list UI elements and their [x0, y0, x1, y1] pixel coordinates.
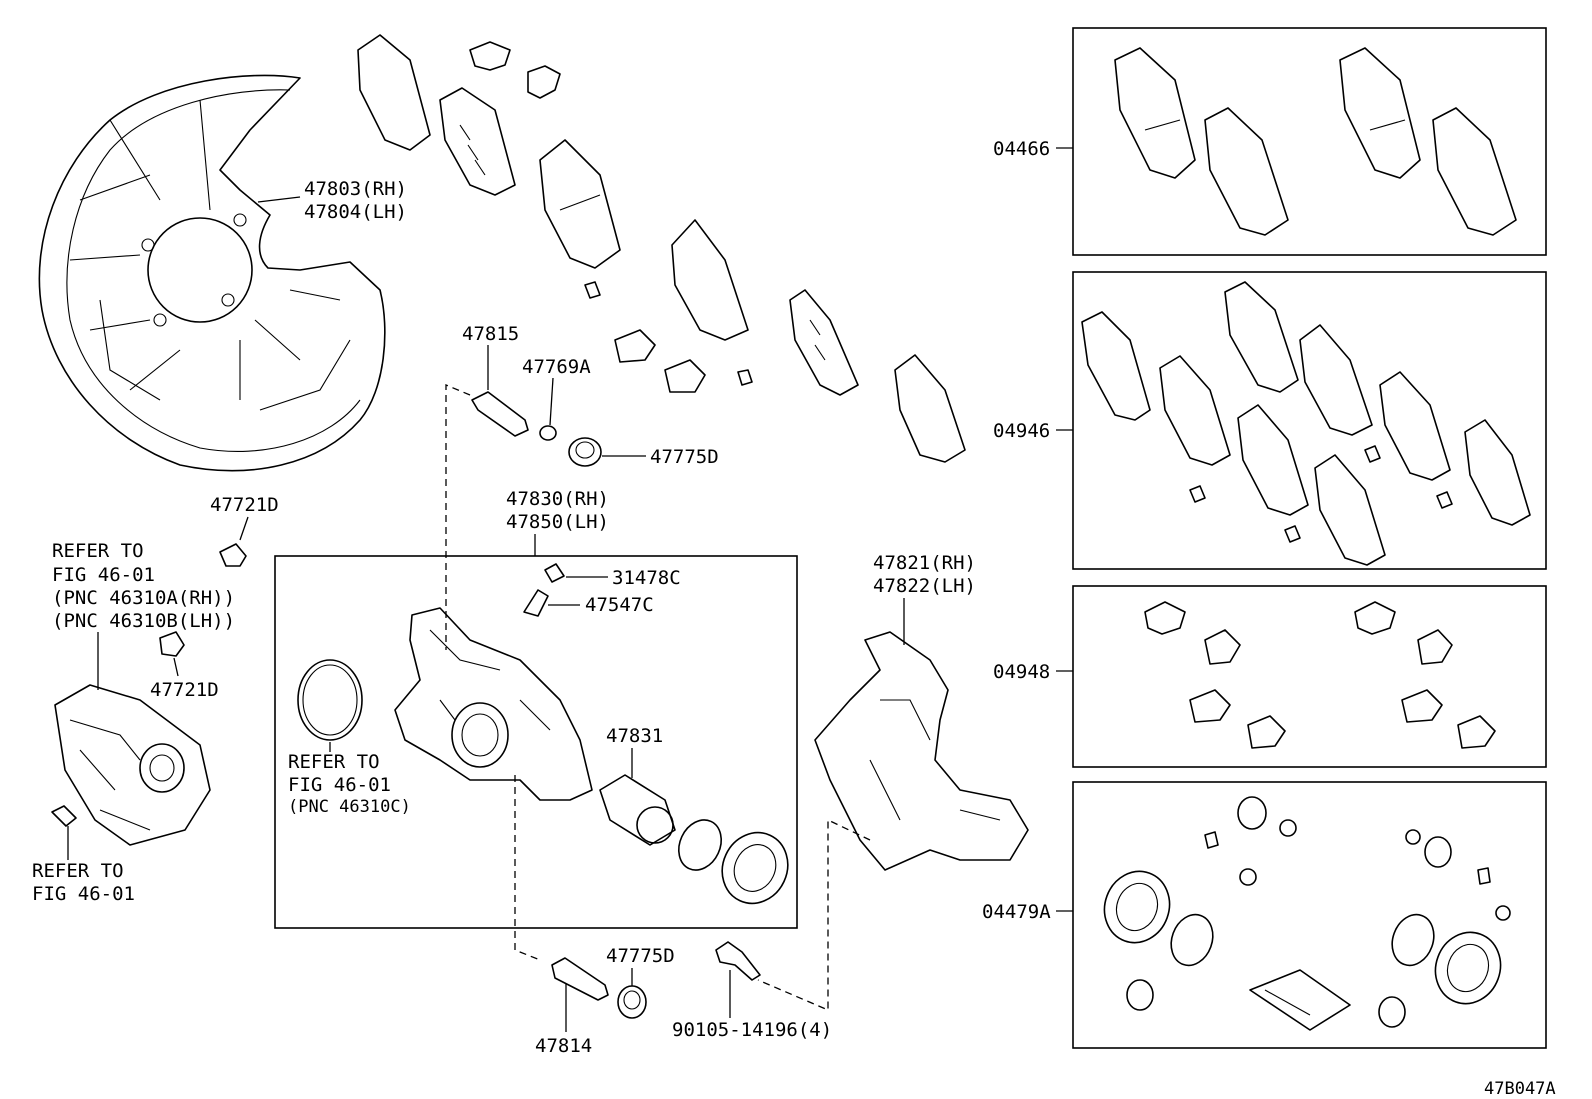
svg-text:47775D: 47775D: [650, 446, 719, 468]
svg-text:47815: 47815: [462, 323, 519, 345]
svg-text:47804(LH): 47804(LH): [304, 201, 407, 223]
svg-text:47721D: 47721D: [150, 679, 219, 701]
refer-connector-label: REFER TO FIG 46-01: [32, 826, 135, 905]
svg-text:(PNC 46310C): (PNC 46310C): [288, 797, 411, 817]
parking-motor-drawing: [54, 684, 211, 846]
svg-text:REFER TO: REFER TO: [32, 860, 124, 882]
refer-motor-label: REFER TO FIG 46-01 (PNC 46310A(RH)) (PNC…: [52, 540, 235, 690]
svg-text:47831: 47831: [606, 725, 663, 747]
kit-04479a-box: [1072, 781, 1547, 1049]
svg-text:REFER TO: REFER TO: [52, 540, 144, 562]
svg-text:47775D: 47775D: [606, 945, 675, 967]
svg-text:47803(RH): 47803(RH): [304, 178, 407, 200]
kit-04948-label: 04948: [993, 661, 1073, 683]
shim-clips-scattered: [469, 41, 753, 393]
mounting-leader-dashed: [757, 818, 871, 1011]
caliper-assy-label: 47830(RH) 47850(LH): [506, 488, 609, 556]
connector-drawing: [51, 805, 77, 827]
slide-pin-47814: 47814: [535, 957, 609, 1057]
piston-47831: 47831: [599, 725, 676, 846]
bolt-47721d-lower: 47721D: [150, 631, 219, 701]
svg-text:FIG 46-01: FIG 46-01: [32, 883, 135, 905]
mounting-drawing: [814, 631, 1029, 871]
kit-04946-box: [1072, 271, 1547, 570]
piston-seal-ring: [678, 819, 722, 871]
kit-04466-pads: [1114, 47, 1517, 236]
svg-text:(PNC 46310A(RH)): (PNC 46310A(RH)): [52, 587, 235, 609]
svg-text:47814: 47814: [535, 1035, 592, 1057]
svg-text:47822(LH): 47822(LH): [873, 575, 976, 597]
boot-47775d-upper: 47775D: [568, 437, 719, 468]
svg-text:47821(RH): 47821(RH): [873, 552, 976, 574]
boot-47769a: 47769A: [522, 356, 591, 441]
dust-cover-label: 47803(RH) 47804(LH): [257, 178, 407, 223]
svg-text:04466: 04466: [993, 138, 1050, 160]
dust-cover-drawing: [38, 74, 386, 472]
svg-text:04946: 04946: [993, 420, 1050, 442]
kit-04479a-parts: [1103, 796, 1511, 1031]
diagram-id: 47B047A: [1484, 1079, 1556, 1099]
bolt-90105: 90105-14196(4): [672, 941, 832, 1041]
svg-text:47769A: 47769A: [522, 356, 591, 378]
kit-04479a-label: 04479A: [982, 901, 1073, 923]
svg-text:31478C: 31478C: [612, 567, 681, 589]
svg-text:FIG 46-01: FIG 46-01: [288, 774, 391, 796]
caliper-body-drawing: [394, 607, 593, 961]
svg-text:REFER TO: REFER TO: [288, 751, 380, 773]
svg-text:90105-14196(4): 90105-14196(4): [672, 1019, 832, 1041]
svg-text:(PNC 46310B(LH)): (PNC 46310B(LH)): [52, 610, 235, 632]
slide-pin-47815: 47815: [445, 323, 529, 650]
piston-boot: [721, 831, 789, 905]
brake-pads-scattered: [357, 34, 966, 463]
mounting-label: 47821(RH) 47822(LH): [873, 552, 976, 645]
svg-text:47850(LH): 47850(LH): [506, 511, 609, 533]
kit-04946-pads: [1081, 281, 1531, 566]
svg-text:47721D: 47721D: [210, 494, 279, 516]
piston-seal-refer: REFER TO FIG 46-01 (PNC 46310C): [288, 659, 411, 817]
svg-text:04479A: 04479A: [982, 901, 1051, 923]
svg-text:04948: 04948: [993, 661, 1050, 683]
svg-text:47830(RH): 47830(RH): [506, 488, 609, 510]
svg-text:47547C: 47547C: [585, 594, 654, 616]
kit-04466-label: 04466: [993, 138, 1073, 160]
kit-04948-clips: [1144, 601, 1496, 749]
bolt-47721d-upper: 47721D: [210, 494, 279, 567]
kit-04466-box: [1072, 27, 1547, 256]
kit-04946-label: 04946: [993, 420, 1073, 442]
svg-text:FIG 46-01: FIG 46-01: [52, 564, 155, 586]
bleeder-47547c: 47547C: [523, 589, 654, 617]
boot-47775d-lower: 47775D: [606, 945, 675, 1019]
kit-04948-box: [1072, 585, 1547, 768]
caliper-assy-box: [274, 555, 798, 929]
cap-31478c: 31478C: [544, 563, 681, 589]
